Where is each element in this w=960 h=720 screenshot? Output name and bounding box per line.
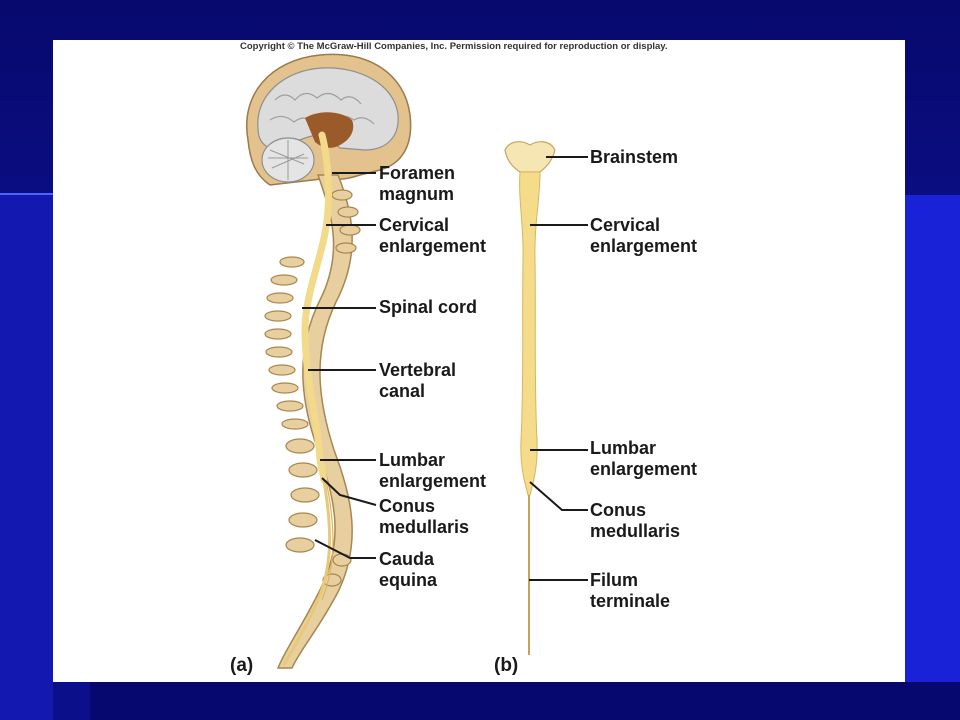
background-right [905, 195, 960, 720]
panel-a-illustration [246, 53, 412, 669]
background-bottom [90, 682, 960, 720]
copyright-notice: Copyright © The McGraw-Hill Companies, I… [240, 41, 668, 52]
label-conus-medullaris-a: Conus medullaris [379, 496, 470, 537]
brainstem-shape [504, 141, 556, 173]
label-brainstem: Brainstem [590, 147, 679, 167]
label-foramen-magnum: Foramen magnum [379, 163, 456, 204]
label-cauda-equina: Cauda equina [379, 549, 438, 590]
panel-b-illustration [504, 141, 588, 655]
label-lumbar-enlargement-b: Lumbar enlargement [590, 438, 698, 479]
label-conus-medullaris-b: Conus medullaris [590, 500, 681, 541]
label-filum-terminale: Filum terminale [590, 570, 671, 611]
accent-line [0, 193, 60, 195]
spinal-cord-b [519, 171, 541, 496]
panel-a-tag: (a) [230, 655, 254, 676]
figure-panel [53, 40, 905, 682]
label-cervical-enlargement-b: Cervical enlargement [590, 215, 698, 256]
label-lumbar-enlargement-a: Lumbar enlargement [379, 450, 487, 491]
background-left [0, 195, 53, 720]
label-cervical-enlargement-a: Cervical enlargement [379, 215, 487, 256]
spinal-cord-a [301, 131, 333, 484]
panel-b-tag: (b) [494, 655, 519, 676]
label-vertebral-canal: Vertebral canal [379, 360, 457, 401]
label-spinal-cord: Spinal cord [379, 297, 478, 317]
